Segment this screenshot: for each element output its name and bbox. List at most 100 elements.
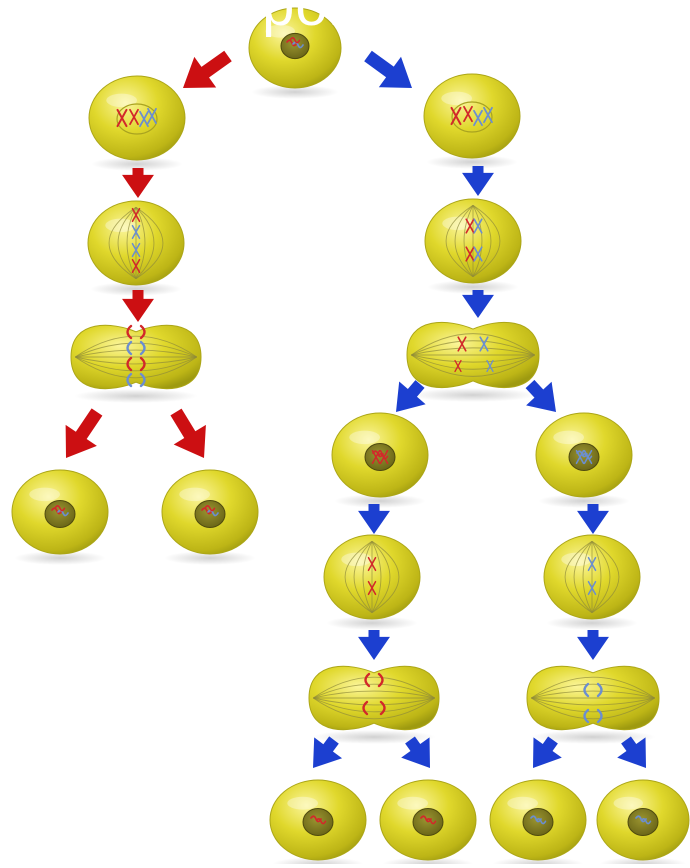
cell-highlight xyxy=(507,796,538,810)
spindle-icon xyxy=(472,204,501,278)
cell-shadow xyxy=(538,494,630,508)
cell-shadow xyxy=(91,157,183,171)
spindle-icon xyxy=(411,354,535,370)
mitosis-metaphase-cell xyxy=(87,200,185,286)
spindle-icon xyxy=(75,356,197,372)
spindle-icon xyxy=(74,335,198,358)
meiosis-arrow-1 xyxy=(462,166,494,196)
cell-shadow xyxy=(546,616,638,630)
spindle-icon xyxy=(75,356,197,365)
chromosome-icon xyxy=(367,580,377,596)
chromosome-icon xyxy=(587,580,597,596)
chromosome-icon xyxy=(465,218,475,234)
cell-highlight xyxy=(265,24,295,38)
spindle-icon xyxy=(362,541,373,613)
chromosome-icon xyxy=(450,106,462,126)
chromosome-icon xyxy=(364,672,371,688)
chromosome-icon xyxy=(139,324,146,340)
spindle-icon xyxy=(531,697,655,713)
arrow-icon xyxy=(525,379,556,412)
chromosome-icon xyxy=(126,372,133,388)
arrow-icon xyxy=(577,630,609,660)
spindle-icon xyxy=(411,340,535,356)
chromosome-icon xyxy=(483,106,493,124)
arrow-icon xyxy=(462,166,494,196)
spindle-icon xyxy=(411,354,535,377)
chromosome-icon xyxy=(587,556,597,572)
chromosome-icon xyxy=(575,449,585,465)
cell-highlight xyxy=(29,487,60,502)
spindle-icon xyxy=(313,697,435,706)
arrow-icon xyxy=(462,290,494,318)
arrow-icon xyxy=(65,408,103,458)
chromosome-icon xyxy=(131,258,141,274)
meiosis2-left-arrow-3 xyxy=(313,736,343,768)
meiosis2-right-arrow-1 xyxy=(577,504,609,534)
spindle-icon xyxy=(454,204,474,278)
meiosis-anaphase1-cell xyxy=(406,321,540,389)
chromosome-icon xyxy=(201,507,213,515)
spindle-icon xyxy=(472,204,492,278)
meiosis2-right-arrow-4 xyxy=(617,736,646,768)
chromosome-icon xyxy=(465,246,475,262)
chromosome-icon xyxy=(147,107,157,125)
chromosome-icon xyxy=(635,815,647,823)
mitosis-anaphase-cell xyxy=(70,324,202,390)
gamete-cell-4 xyxy=(596,779,690,861)
spindle-icon xyxy=(312,676,436,699)
spindle-icon xyxy=(312,697,436,720)
chromosome-icon xyxy=(129,108,139,126)
spindle-icon xyxy=(591,540,611,614)
chromosome-icon xyxy=(207,509,219,517)
spindle-icon xyxy=(591,541,602,613)
cell-highlight xyxy=(553,430,584,445)
chromosome-icon xyxy=(362,700,369,716)
nuclear-envelope xyxy=(116,103,158,135)
arrow-icon xyxy=(401,736,430,768)
chromosome-icon xyxy=(131,242,141,258)
spindle-icon xyxy=(371,540,391,614)
chromosome-icon xyxy=(583,682,590,698)
chromosome-icon xyxy=(535,818,547,825)
spindle-icon xyxy=(313,697,435,713)
chromosome-icon xyxy=(292,41,304,49)
spindle-icon xyxy=(472,205,483,277)
meiosis2-right-interphase-cell xyxy=(535,412,633,498)
spindle-icon xyxy=(344,540,373,614)
chromosome-icon xyxy=(116,108,128,128)
chromosome-icon xyxy=(139,356,146,372)
cell-shadow xyxy=(334,494,426,508)
arrow-icon xyxy=(358,630,390,660)
spindle-icon xyxy=(108,206,137,280)
chromosome-icon xyxy=(379,449,389,465)
chromosome-icon xyxy=(131,224,141,240)
spindle-icon xyxy=(313,683,435,699)
meiosis-branch-arrow xyxy=(364,50,412,88)
chromosome-icon xyxy=(371,449,381,465)
spindle-icon xyxy=(531,697,655,706)
cell-highlight xyxy=(179,487,210,502)
chromosome-icon xyxy=(310,815,322,823)
nuclear-envelope xyxy=(451,101,493,133)
spindle-icon xyxy=(411,347,535,356)
chromosome-icon xyxy=(425,818,437,825)
chromosome-icon xyxy=(57,509,69,517)
chromosome-icon xyxy=(530,815,542,823)
cell-highlight xyxy=(349,430,381,445)
meiosis-prophase-cell xyxy=(423,73,521,159)
cell-shadow xyxy=(326,616,418,630)
spindle-icon xyxy=(313,690,435,699)
spindle-icon xyxy=(591,540,620,614)
spindle-icon xyxy=(75,342,197,358)
cell-icon xyxy=(423,73,521,159)
chromosome-icon xyxy=(486,359,494,373)
chromosome-icon xyxy=(379,700,386,716)
meiosis2-left-arrow-1 xyxy=(358,504,390,534)
cell-shadow xyxy=(427,280,519,294)
spindle-icon xyxy=(531,683,655,699)
chromosome-icon xyxy=(640,818,652,825)
cell-shadow xyxy=(74,389,198,403)
cell-icon xyxy=(88,75,186,161)
meiosis2-right-arrow-3 xyxy=(533,736,562,768)
chromosome-icon xyxy=(54,505,66,512)
